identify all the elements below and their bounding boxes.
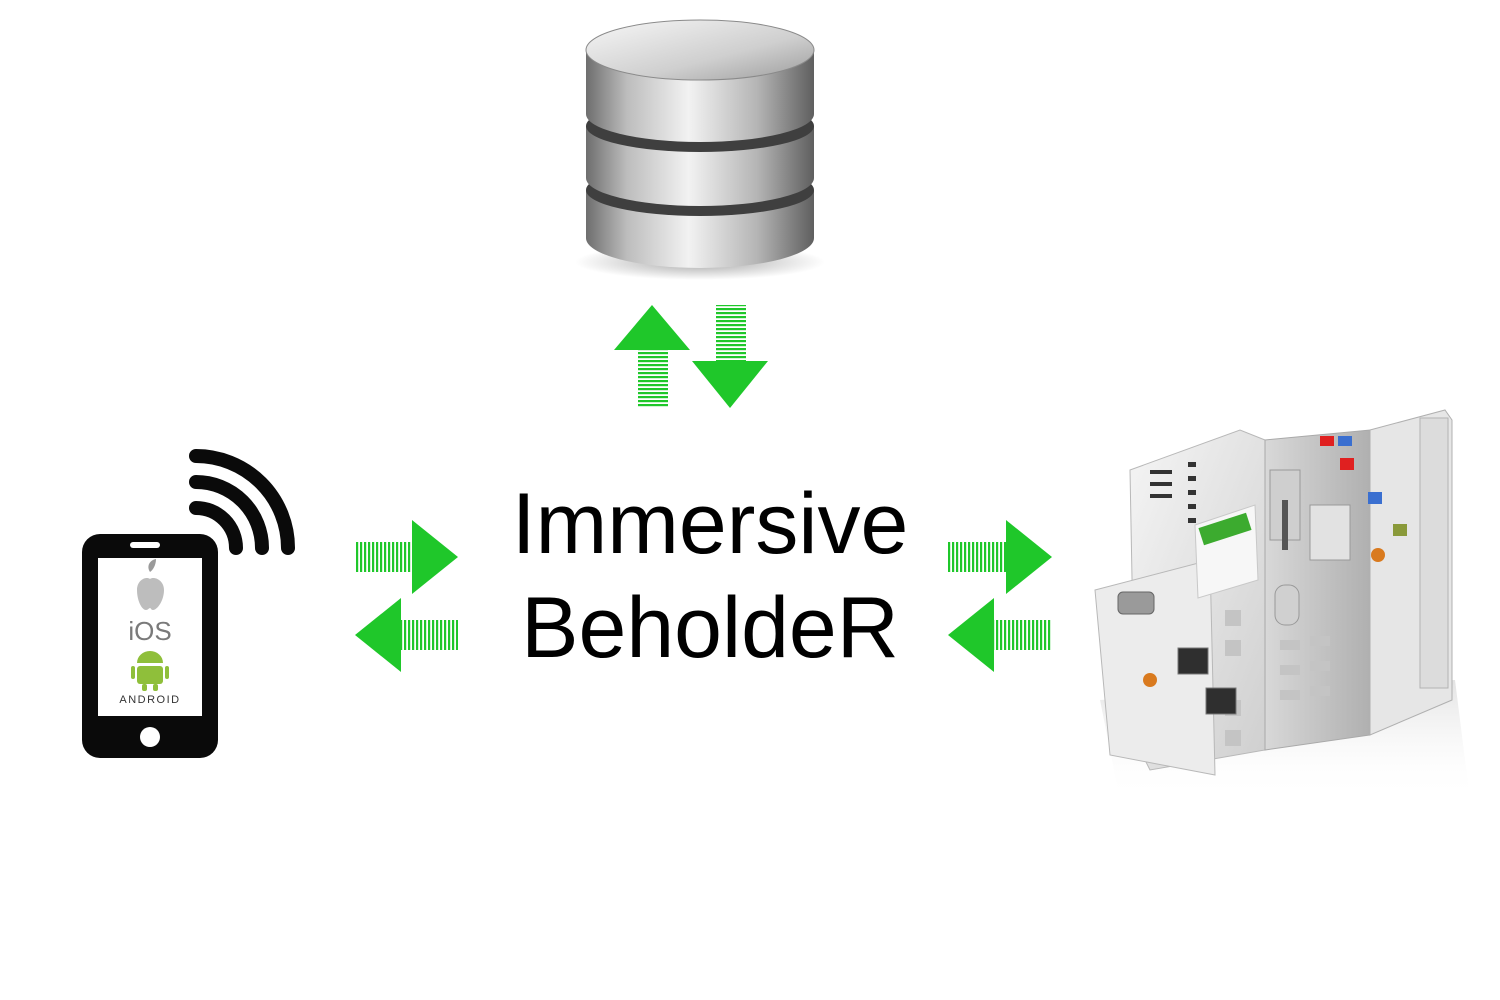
center-to-phone-arrow bbox=[355, 598, 458, 672]
center-to-plc-arrow bbox=[948, 520, 1052, 594]
plc-led-panel bbox=[1150, 462, 1196, 523]
app-title: Immersive BeholdeR bbox=[470, 472, 950, 680]
android-label: ANDROID bbox=[119, 694, 180, 706]
db-down-arrow bbox=[692, 305, 768, 408]
android-robot-icon bbox=[131, 651, 169, 691]
plc-terminals bbox=[1320, 436, 1407, 562]
database-icon bbox=[575, 19, 825, 280]
apple-logo-icon bbox=[137, 559, 164, 610]
app-title-line1: Immersive bbox=[511, 476, 909, 572]
ios-label: iOS bbox=[128, 616, 171, 646]
db-up-arrow bbox=[614, 305, 690, 408]
wireless-signal-icon bbox=[189, 449, 295, 555]
phone-to-center-arrow bbox=[355, 520, 458, 594]
app-title-line2: BeholdeR bbox=[521, 580, 899, 676]
plc-controller-image bbox=[1094, 409, 1470, 800]
plc-to-center-arrow bbox=[948, 598, 1052, 672]
